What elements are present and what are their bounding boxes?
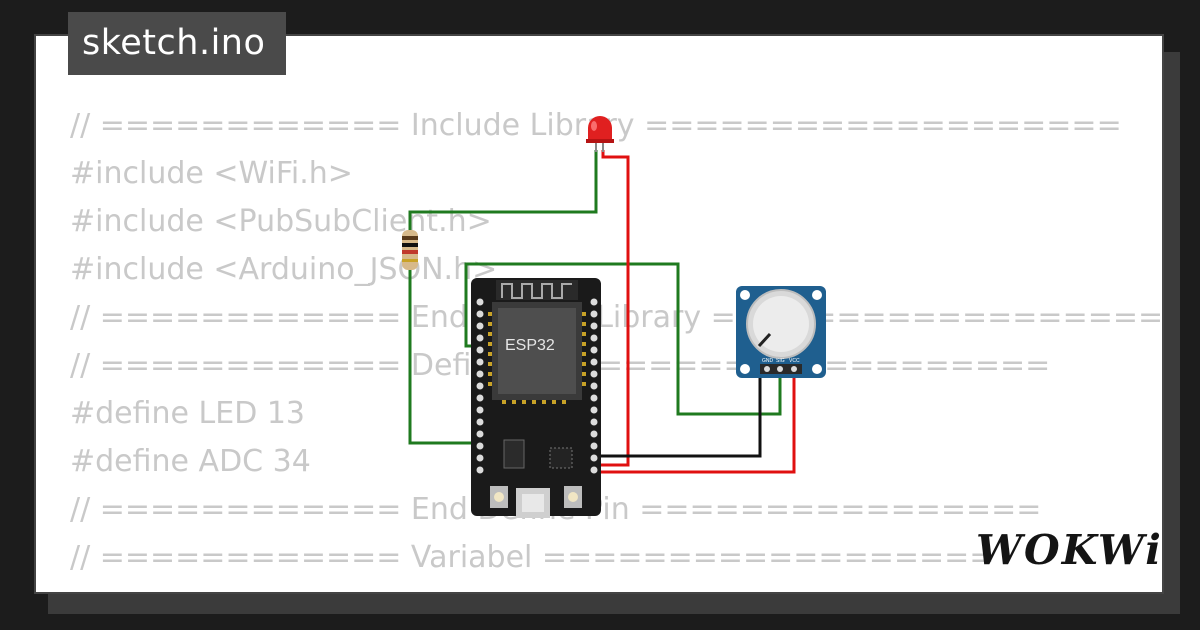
chip-label: ESP32 [505, 337, 555, 354]
led[interactable] [586, 116, 614, 152]
esp32-board[interactable]: ESP32 [471, 278, 601, 518]
wokwi-logo-text: WOKWi [976, 526, 1163, 574]
resistor[interactable] [402, 230, 418, 270]
wire-pot-signal [464, 262, 782, 416]
code-line: #include <Arduino_JSON.h> [70, 252, 498, 287]
wires [408, 150, 796, 474]
code-line: #include <PubSubClient.h> [70, 204, 492, 239]
code-line: // ============ Include Library ========… [70, 108, 1122, 143]
header-pins-right [590, 298, 598, 474]
pot-indicator [757, 332, 772, 348]
pot-pin-label-vcc: VCC [789, 358, 800, 364]
wire-resistor-gpio [408, 266, 480, 445]
code-line: #define LED 13 [70, 396, 306, 431]
pot-pin-label-sig: SIG [776, 358, 785, 364]
code-line: // ============ Variabel ===============… [70, 540, 995, 575]
wire-led-resistor [408, 150, 598, 232]
file-tab[interactable]: sketch.ino [68, 12, 286, 75]
potentiometer[interactable]: GND SIG VCC [736, 286, 826, 378]
code-line: // ============ End Define Pin =========… [70, 492, 1042, 527]
code-line: const char *ssid = "Wokwi-GUEST"; [70, 582, 1162, 592]
header-pins-left [476, 298, 484, 474]
pot-pin-label-gnd: GND [762, 358, 774, 364]
code-line: #include <WiFi.h> [70, 156, 353, 191]
code-line: #define ADC 34 [70, 444, 311, 479]
wire-pot-vcc [596, 368, 796, 474]
wire-led-power [596, 150, 630, 467]
wire-pot-gnd [596, 366, 766, 458]
wokwi-logo: WOKWi [976, 526, 1161, 578]
code-preview: // ============ Include Library ========… [70, 102, 1162, 592]
